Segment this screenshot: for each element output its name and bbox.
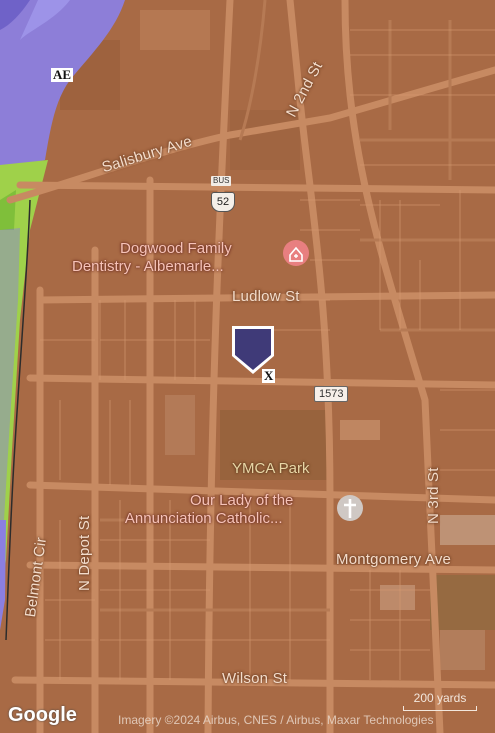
flood-zone-label: AE <box>51 67 74 82</box>
street-label-ndepot: N Depot St <box>76 515 93 591</box>
poi-dentistry-line1: Dogwood Family <box>120 240 232 257</box>
church-pin-icon <box>337 495 363 521</box>
poi-church-line1: Our Lady of the <box>190 492 294 509</box>
marker-label: X <box>262 368 276 383</box>
poi-ymca-park[interactable]: YMCA Park <box>232 460 310 477</box>
google-logo: Google <box>8 704 77 726</box>
poi-dentistry[interactable]: Dogwood Family Dentistry - Albemarle... <box>72 240 232 276</box>
poi-dentistry-line2: Dentistry - Albemarle... <box>72 258 224 275</box>
street-label-ludlow: Ludlow St <box>232 288 300 305</box>
sr1573-route-shield: 1573 <box>314 386 349 402</box>
scale-bar-line <box>403 706 477 711</box>
imagery-attribution: Imagery ©2024 Airbus, CNES / Airbus, Max… <box>118 713 434 727</box>
poi-church[interactable]: Our Lady of the Annunciation Catholic... <box>125 492 294 528</box>
scale-label: 200 yards <box>413 691 467 705</box>
street-label-wilson: Wilson St <box>222 670 288 687</box>
scale-bar: 200 yards <box>403 691 477 711</box>
location-marker-icon <box>232 326 274 374</box>
bus-route-badge: BUS <box>211 176 232 186</box>
us52-route-shield: 52 <box>211 192 235 212</box>
street-label-n3rd: N 3rd St <box>425 467 442 524</box>
dentistry-pin-icon <box>283 240 309 266</box>
street-label-montgomery: Montgomery Ave <box>336 551 452 568</box>
poi-church-line2: Annunciation Catholic... <box>124 510 283 527</box>
